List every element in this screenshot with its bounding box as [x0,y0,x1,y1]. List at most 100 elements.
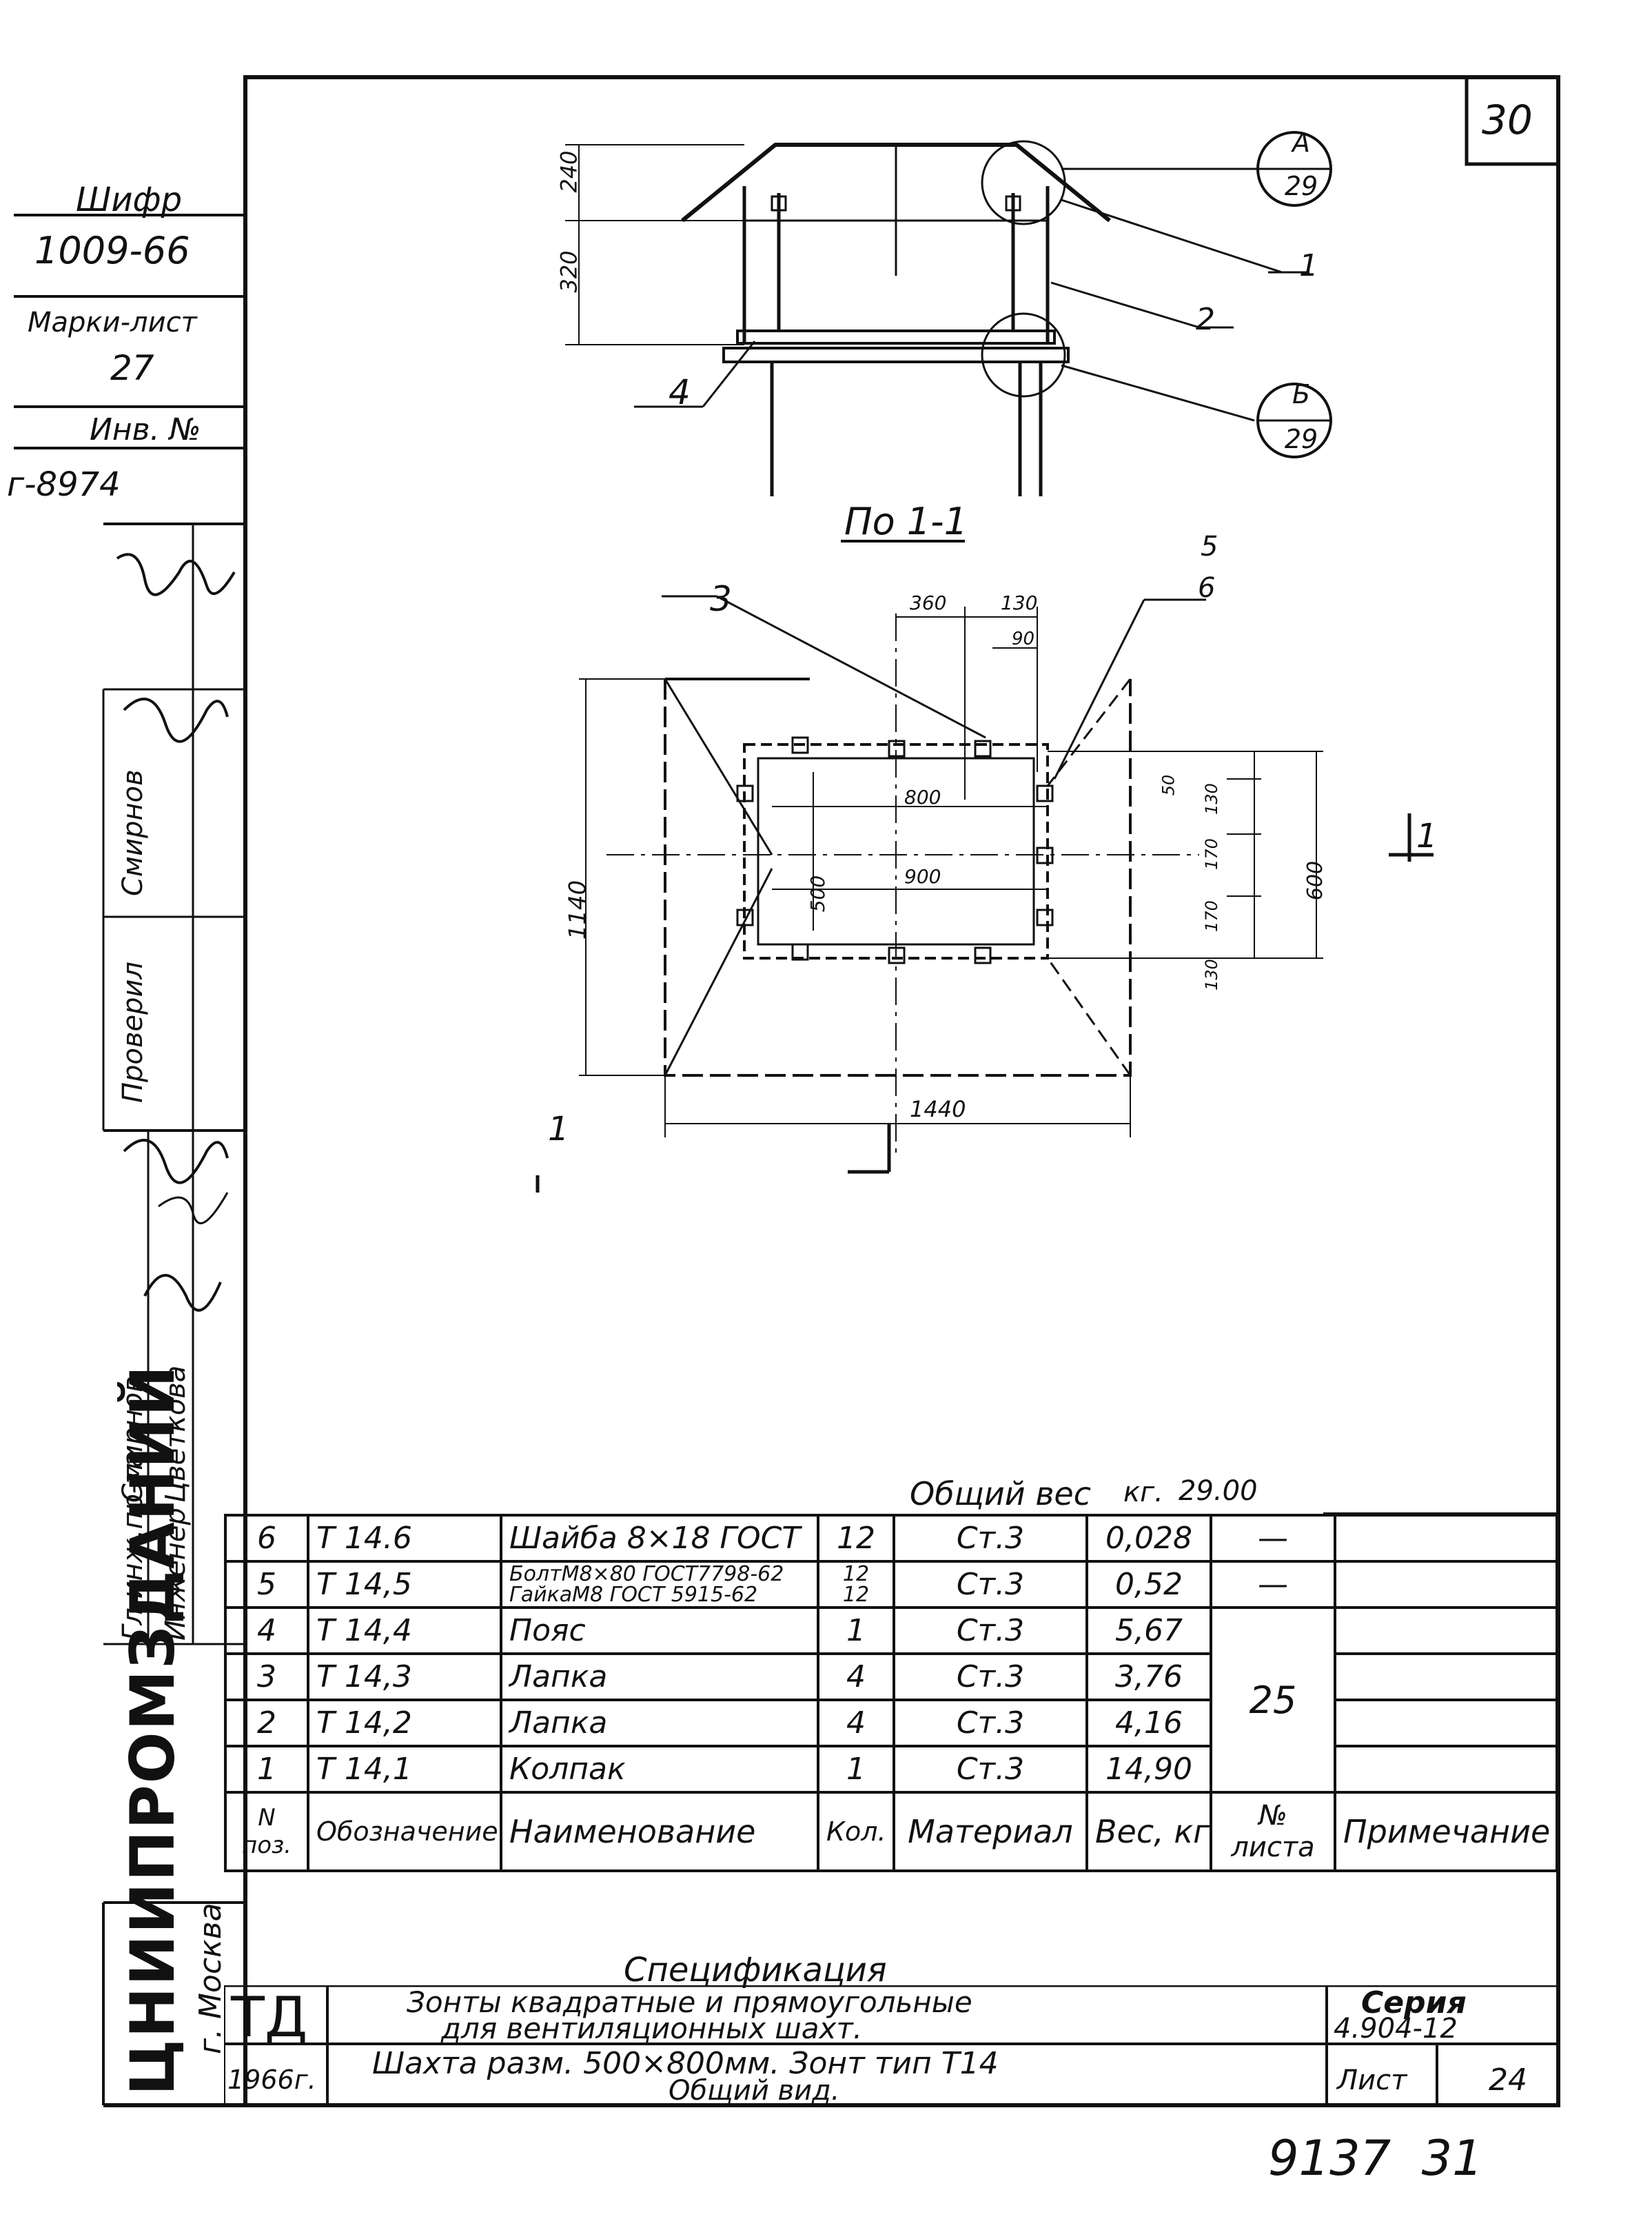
pos-label-2: 2 [1196,302,1215,337]
cell-name-nut: ГайкаМ8 ГОСТ 5915-62 [509,1582,758,1607]
cell-pos: 2 [224,1699,309,1747]
footer-note: 9137 31 [1268,2130,1483,2187]
mark-sheet-value: 27 [110,348,154,388]
series-label: Серия [1361,1985,1467,2020]
table-row: 1 T 14,1 Колпак 1 Ст.3 14,90 [224,1745,1558,1794]
inv-label: Инв. № [90,412,201,447]
cell-weight: 5,67 [1085,1606,1212,1655]
cell-note [1334,1699,1558,1747]
plan-pos-label-3: 3 [710,579,732,619]
plan-dim-130-right-top: 130 [1201,783,1221,815]
elev-dim-320: 320 [555,250,582,293]
cell-material: Ст.3 [893,1699,1088,1747]
plan-dim-800: 800 [904,786,941,809]
inv-value: г-8974 [7,465,121,504]
cell-weight: 4,16 [1085,1699,1212,1747]
spec-table: 6 T 14.6 Шайба 8×18 ГОСТ 12 Ст.3 0,028 —… [224,1514,1558,1872]
section-mark-right: 1 [1416,817,1438,855]
org-mark: ТД [231,1985,308,2049]
table-row: 6 T 14.6 Шайба 8×18 ГОСТ 12 Ст.3 0,028 — [224,1514,1558,1563]
cell-weight: 0,52 [1085,1560,1212,1609]
cell-name-bolt: БолтМ8×80 ГОСТ7798-62 [509,1561,784,1586]
title-block-frame [224,1985,1558,2107]
header-note: Примечание [1334,1791,1558,1872]
cell-note [1334,1652,1558,1701]
cell-name: Пояс [500,1606,819,1655]
plan-title: По 1-1 [844,500,968,543]
signatures [116,553,236,1312]
table-row: 5 T 14,5 БолтМ8×80 ГОСТ7798-62 ГайкаМ8 Г… [224,1560,1558,1609]
cell-qty: 1 [817,1745,895,1794]
series-value: 4.904-12 [1334,2013,1458,2045]
mark-sheet-label: Марки-лист [28,307,197,338]
plan-dim-130-right-bottom: 130 [1201,959,1221,991]
table-row: 3 T 14,3 Лапка 4 Ст.3 3,76 [224,1652,1558,1701]
header-sheet: № листа [1210,1791,1336,1872]
callout-a-top: А [1292,128,1310,158]
plan-dim-1140: 1140 [564,880,592,940]
callout-b-top: Б [1292,379,1311,409]
cell-material: Ст.3 [893,1514,1088,1563]
plan-dim-90: 90 [1012,629,1035,649]
plan-dim-170-a: 170 [1201,838,1221,870]
cell-qty: 4 [817,1699,895,1747]
plan-view [536,595,1434,1193]
cell-weight: 3,76 [1085,1652,1212,1701]
plan-dim-600: 600 [1303,860,1328,901]
sheet-number: 30 [1482,97,1533,143]
city-name: г. Москва [193,1903,228,2054]
title-line-1: Зонты квадратные и прямоугольные [407,1985,972,2019]
cipher-value: 1009-66 [34,229,190,272]
plan-callout-top: 5 [1201,531,1218,562]
plan-dim-360: 360 [910,591,947,614]
cell-material: Ст.3 [893,1606,1088,1655]
cell-code: T 14,3 [307,1652,502,1701]
cell-name: Лапка [500,1699,819,1747]
header-name: Наименование [500,1791,819,1872]
pos-label-4: 4 [669,372,691,412]
elev-dim-240: 240 [555,150,582,193]
plan-dim-130-top: 130 [1001,591,1038,614]
header-weight: Вес, кг [1085,1791,1212,1872]
cell-pos: 1 [224,1745,309,1794]
plan-dim-170-b: 170 [1201,900,1221,932]
header-code: Обозначение [307,1791,502,1872]
sheet-label: Лист [1337,2065,1407,2096]
cell-sheet: — [1210,1560,1336,1609]
cell-sheet-merged: 25 [1210,1606,1336,1794]
cell-material: Ст.3 [893,1652,1088,1701]
section-mark-left: 1 [548,1110,569,1148]
cell-name: БолтМ8×80 ГОСТ7798-62 ГайкаМ8 ГОСТ 5915-… [500,1560,819,1609]
cell-name: Лапка [500,1652,819,1701]
header-pos: N поз. [224,1791,309,1872]
subtitle-line-2: Общий вид. [669,2075,840,2107]
title-line-2: для вентиляционных шахт. [441,2011,863,2045]
cell-code: T 14.6 [307,1514,502,1563]
cell-name: Шайба 8×18 ГОСТ [500,1514,819,1563]
spec-caption: Спецификация [624,1951,887,1989]
callout-b-bottom: 29 [1284,424,1318,454]
cell-material: Ст.3 [893,1745,1088,1794]
cell-code: T 14,5 [307,1560,502,1609]
callout-a-bottom: 29 [1284,171,1318,201]
table-row: 2 T 14,2 Лапка 4 Ст.3 4,16 [224,1699,1558,1747]
cell-note [1334,1745,1558,1794]
plan-dim-1440: 1440 [910,1096,966,1122]
header-material: Материал [893,1791,1088,1872]
pos-label-1: 1 [1299,248,1318,283]
total-weight-unit: кг. [1123,1477,1163,1508]
year: 1966г. [227,2065,316,2095]
cell-material: Ст.3 [893,1560,1088,1609]
cell-qty-nut: 12 [842,1582,870,1607]
cell-weight: 0,028 [1085,1514,1212,1563]
cell-code: T 14,4 [307,1606,502,1655]
cell-code: T 14,2 [307,1699,502,1747]
elevation-view [565,131,1332,543]
cell-qty: 1 [817,1606,895,1655]
cell-qty: 12 [817,1514,895,1563]
cell-name: Колпак [500,1745,819,1794]
total-weight-label: Общий вес [910,1475,1092,1512]
cell-qty-bolt: 12 [842,1561,870,1586]
plan-callout-bottom: 6 [1198,572,1216,604]
table-header-row: N поз. Обозначение Наименование Кол. Мат… [224,1791,1558,1872]
